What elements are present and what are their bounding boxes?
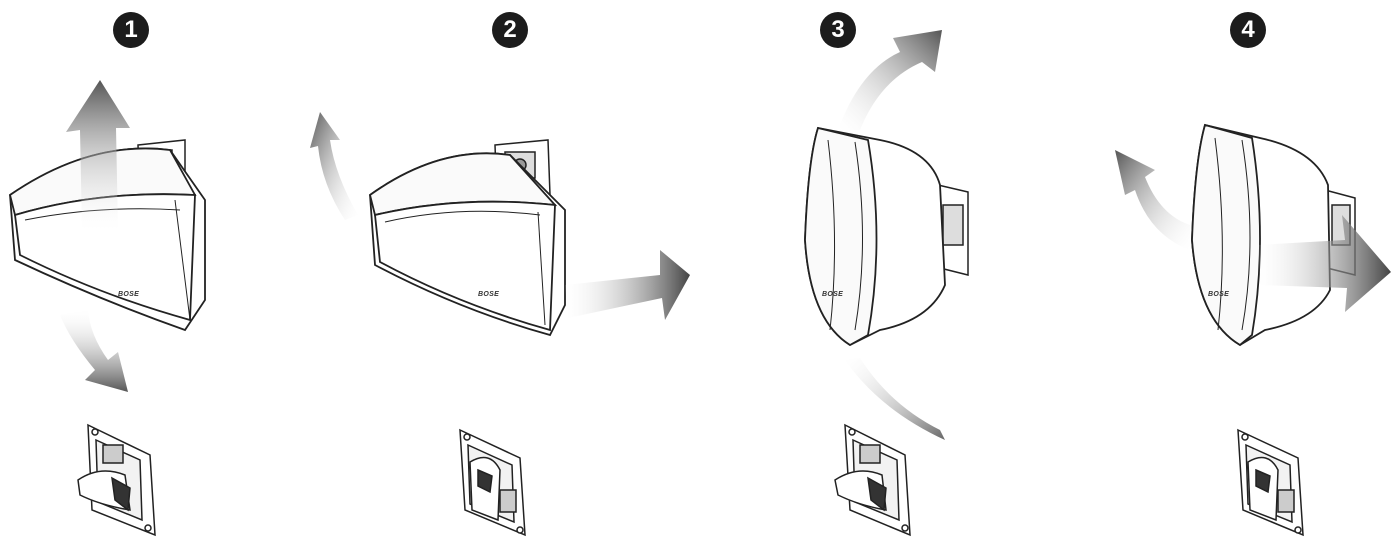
wall-bracket-icon: [937, 184, 969, 276]
step-4-group: BOSE: [1115, 123, 1391, 537]
speaker-icon: BOSE: [1191, 123, 1331, 347]
rotation-arrow-icon: [1258, 215, 1391, 312]
wall-bracket-icon: [834, 423, 911, 537]
wall-bracket-icon: [77, 423, 156, 537]
rotation-arrow-icon: [565, 250, 690, 320]
step-number-badge: 1: [113, 12, 149, 48]
step-number-badge: 3: [820, 12, 856, 48]
step-number-badge: 2: [492, 12, 528, 48]
wall-bracket-icon: [1237, 428, 1304, 537]
step-1-group: BOSE: [8, 80, 206, 537]
rotation-arrow-icon: [838, 30, 942, 130]
rotation-arrow-icon: [845, 358, 945, 440]
brand-logo: BOSE: [1208, 291, 1229, 298]
step-2-group: BOSE: [310, 112, 690, 537]
rotation-arrow-icon: [1115, 150, 1190, 250]
speaker-icon: BOSE: [804, 126, 946, 347]
step-number-badge: 4: [1230, 12, 1266, 48]
rotation-arrow-icon: [310, 112, 358, 220]
rotation-arrow-icon: [66, 80, 130, 230]
wall-bracket-icon: [459, 428, 526, 537]
step-3-group: BOSE: [804, 30, 969, 537]
brand-logo: BOSE: [822, 291, 843, 298]
speaker-icon: BOSE: [368, 152, 566, 337]
rotation-arrow-icon: [60, 310, 128, 392]
brand-logo: BOSE: [118, 291, 139, 298]
brand-logo: BOSE: [478, 291, 499, 298]
